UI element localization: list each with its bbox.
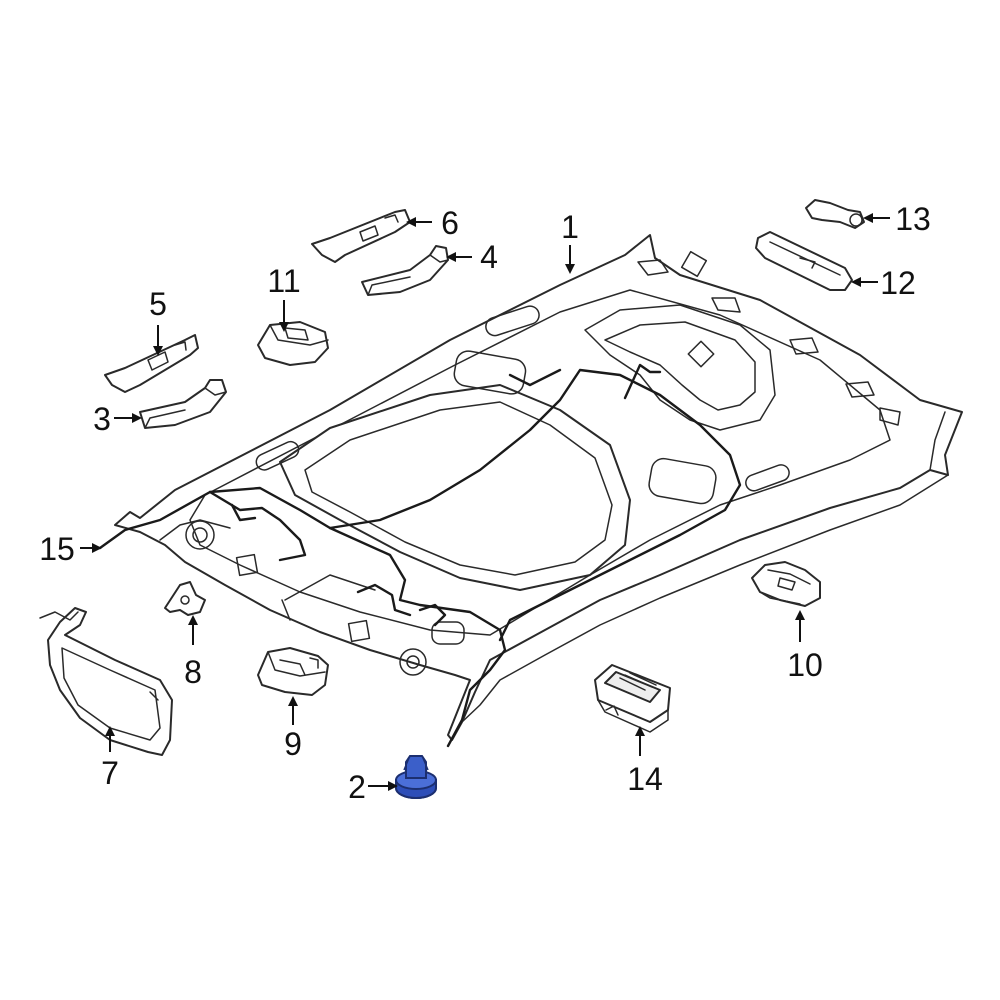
callout-14: 14 <box>627 761 663 797</box>
callout-9: 9 <box>284 726 302 762</box>
part-2-retainer-clip[interactable] <box>395 755 437 799</box>
part-11-lamp[interactable] <box>257 321 329 366</box>
part-15-wiring-harness[interactable] <box>98 363 742 748</box>
part-14-switch-panel[interactable] <box>594 664 671 733</box>
part-9-dome-lamp[interactable] <box>257 647 329 696</box>
part-1-headliner[interactable] <box>114 234 963 741</box>
callout-4: 4 <box>480 239 498 275</box>
callout-7: 7 <box>101 755 119 791</box>
callout-15: 15 <box>39 531 75 567</box>
part-5-bracket[interactable] <box>104 334 199 393</box>
part-3-grab-handle[interactable] <box>139 379 227 429</box>
part-10-overhead-console[interactable] <box>751 561 821 607</box>
callout-2: 2 <box>348 769 366 805</box>
callout-6: 6 <box>441 205 459 241</box>
callout-12: 12 <box>880 265 916 301</box>
part-12-lamp-assembly[interactable] <box>755 231 853 291</box>
part-13-lamp-socket[interactable] <box>805 199 865 229</box>
part-8-visor-clip[interactable] <box>164 581 206 616</box>
leader-lines <box>80 213 890 791</box>
callout-labels: 1 2 3 4 5 6 7 8 9 10 11 12 13 14 15 <box>39 201 931 805</box>
callout-10: 10 <box>787 647 823 683</box>
callout-13: 13 <box>895 201 931 237</box>
part-6-bracket[interactable] <box>311 209 411 263</box>
callout-5: 5 <box>149 286 167 322</box>
callout-11: 11 <box>267 263 300 299</box>
callout-8: 8 <box>184 654 202 690</box>
part-7-sun-visor[interactable] <box>39 607 173 756</box>
callout-3: 3 <box>93 401 111 437</box>
callout-1: 1 <box>561 209 579 245</box>
part-4-grab-handle[interactable] <box>361 245 449 296</box>
